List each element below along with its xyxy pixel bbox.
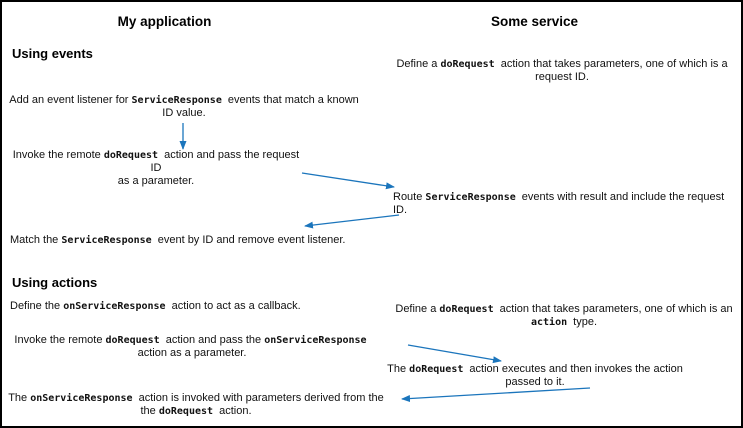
step-text: request ID. [535,71,589,83]
step-text: Invoke the remote [14,334,106,346]
step-invoke-dorequest-request-id: Invoke the remote doRequest action and p… [6,149,306,188]
code-token: onServiceResponse [264,335,367,346]
step-text: The [8,392,31,404]
step-text: Define a [395,303,440,315]
step-define-dorequest-action-type: Define a doRequest action that takes par… [386,303,741,329]
step-text: type. [570,316,598,328]
arrow-invoke-to-route-response [301,172,395,190]
step-define-dorequest-request-id: Define a doRequest action that takes par… [384,58,740,84]
section-heading-using-events: Using events [12,46,93,61]
step-text: action to act as a callback. [168,300,301,312]
code-token: doRequest [105,335,160,346]
step-onserviceresponse-invoked: The onServiceResponse action is invoked … [6,392,386,418]
step-text: action that takes parameters, one of whi… [496,303,733,315]
code-token: ServiceResponse [131,95,222,106]
arrow-route-response-to-match [304,214,400,229]
step-text: Add an event listener for [9,94,132,106]
arrow-dorequest-executes-to-on-response [401,387,591,403]
step-define-onserviceresponse-callback: Define the onServiceResponse action to a… [10,300,301,313]
step-route-serviceresponse: Route ServiceResponse events with result… [393,191,741,217]
column-header-my-application: My application [117,14,212,29]
step-text: events that match a known [224,94,359,106]
step-match-serviceresponse: Match the ServiceResponse event by ID an… [10,234,345,247]
code-token: doRequest [439,304,494,315]
step-text: action is invoked with parameters derive… [135,392,384,404]
code-token: doRequest [440,59,495,70]
code-token: onServiceResponse [30,393,133,404]
step-text: action as a parameter. [137,347,247,359]
step-text: The [387,363,410,375]
step-invoke-dorequest-pass-action: Invoke the remote doRequest action and p… [6,334,378,360]
step-text: action and pass the request ID [150,149,300,174]
arrow-invoke-action-to-dorequest-executes [407,344,502,364]
code-token: ServiceResponse [425,192,516,203]
code-token: doRequest [158,406,214,417]
step-text: ID value. [162,107,206,119]
step-add-event-listener: Add an event listener for ServiceRespons… [6,94,362,120]
code-token: action [530,317,568,328]
code-token: ServiceResponse [61,235,152,246]
step-dorequest-executes: The doRequest action executes and then i… [380,363,690,389]
section-heading-using-actions: Using actions [12,275,98,290]
step-text: action executes and then invokes the act… [466,363,683,375]
step-text: action and pass the [162,334,265,346]
step-text: Route [393,191,426,203]
step-text: passed to it. [505,376,565,388]
step-text: events with result and include the reque… [393,191,725,216]
step-text: event by ID and remove event listener. [154,234,346,246]
step-text: action. [216,405,252,417]
code-token: doRequest [103,150,159,161]
step-text: as a parameter. [117,175,195,187]
step-text: action that takes parameters, one of whi… [497,58,728,70]
step-text: Define the [10,300,64,312]
column-header-some-service: Some service [490,14,579,29]
code-token: onServiceResponse [63,301,166,312]
step-text: Invoke the remote [12,149,104,161]
code-token: doRequest [409,364,464,375]
step-text: Define a [396,58,441,70]
step-text: the [140,405,159,417]
step-text: Match the [10,234,62,246]
